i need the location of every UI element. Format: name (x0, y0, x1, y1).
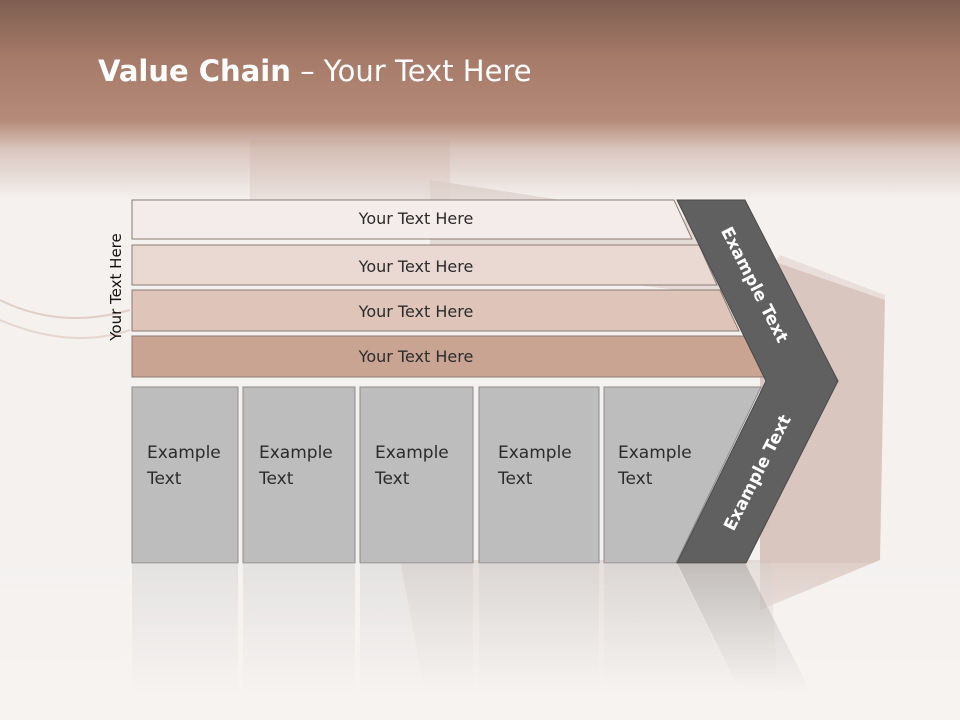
title-bold: Value Chain (98, 54, 291, 88)
column-label-3-line1: Example (375, 443, 449, 463)
row-bar-3[interactable] (131, 289, 740, 332)
column-label-4: Example Text (498, 440, 572, 492)
column-label-5-line2: Text (618, 469, 653, 489)
column-box-3[interactable] (359, 386, 474, 564)
column-label-2-line2: Text (259, 469, 294, 489)
row-label-3: Your Text Here (358, 302, 474, 321)
column-label-4-line2: Text (498, 469, 533, 489)
column-label-2: Example Text (259, 440, 333, 492)
column-label-1-line1: Example (147, 443, 221, 463)
row-bar-1[interactable] (131, 199, 693, 240)
row-label-4: Your Text Here (358, 347, 474, 366)
column-label-1-line2: Text (147, 469, 182, 489)
column-box-1[interactable] (131, 386, 239, 564)
slide-title: Value Chain – Your Text Here (98, 54, 532, 88)
reflection-fade (0, 563, 960, 720)
row-label-2: Your Text Here (358, 257, 474, 276)
header-band (0, 0, 960, 200)
column-label-5: Example Text (618, 440, 692, 492)
column-box-2[interactable] (242, 386, 356, 564)
column-label-5-line1: Example (618, 443, 692, 463)
row-bar-2[interactable] (131, 244, 718, 286)
column-label-4-line1: Example (498, 443, 572, 463)
column-label-1: Example Text (147, 440, 221, 492)
column-label-2-line1: Example (259, 443, 333, 463)
column-label-3-line2: Text (375, 469, 410, 489)
column-label-3: Example Text (375, 440, 449, 492)
row-label-1: Your Text Here (358, 209, 474, 228)
title-rest: – Your Text Here (290, 54, 532, 88)
